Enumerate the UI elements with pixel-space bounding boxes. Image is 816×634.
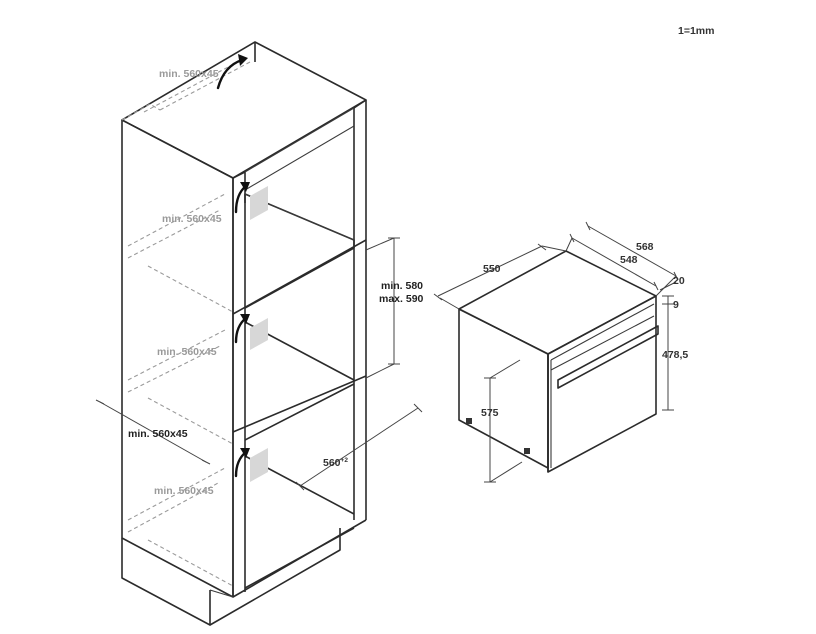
vent-label-lower: min. 560x45 xyxy=(154,485,214,497)
oven-body-height-label: 575 xyxy=(481,407,499,419)
tall-cabinet xyxy=(95,41,423,626)
width-label: min. 560x45 xyxy=(128,428,188,440)
oven-width-label: 550 xyxy=(483,263,501,275)
niche-height-min: min. 580 xyxy=(381,280,423,292)
vent-label-middle: min. 560x45 xyxy=(157,346,217,358)
oven-side xyxy=(458,308,549,469)
oven-handle xyxy=(557,325,659,389)
oven-front-height-label: 478,5 xyxy=(662,349,688,361)
scale-note: 1=1mm xyxy=(678,25,714,37)
oven-depth-total-label: 568 xyxy=(636,241,654,253)
cabinet-top xyxy=(121,41,367,179)
oven xyxy=(433,221,679,483)
vent-label-upper: min. 560x45 xyxy=(162,213,222,225)
oven-depth-body-label: 548 xyxy=(620,254,638,266)
cabinet-left-panel xyxy=(121,119,234,598)
niche-width: 560+2 xyxy=(323,457,348,469)
vent-label-top: min. 560x45 xyxy=(159,68,219,80)
oven-front-thickness-label: 20 xyxy=(673,275,685,287)
niche-height-max: max. 590 xyxy=(379,293,424,305)
oven-door-offset-label: 9 xyxy=(673,299,679,311)
